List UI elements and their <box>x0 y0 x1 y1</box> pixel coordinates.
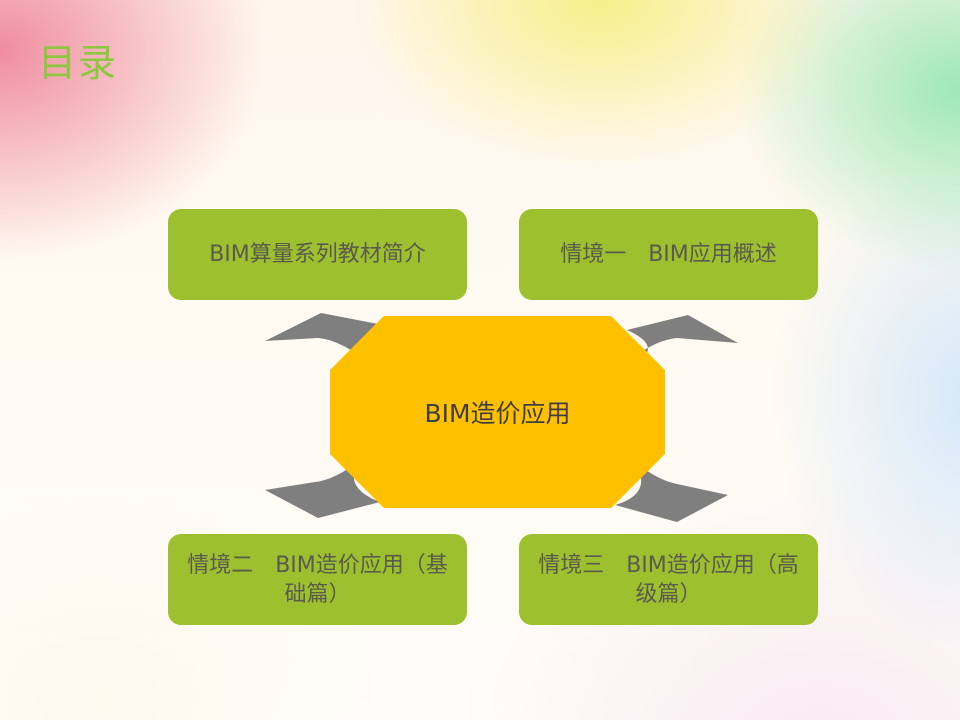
topic-box-scenario-1-label: 情境一 BIM应用概述 <box>560 242 777 267</box>
topic-box-intro-label: BIM算量系列教材简介 <box>209 242 426 267</box>
arrow-to-top-right <box>610 315 738 375</box>
topic-box-scenario-2-label: 情境二 BIM造价应用（基础篇） <box>187 552 448 607</box>
topic-box-scenario-3-label: 情境三 BIM造价应用（高级篇） <box>538 552 799 607</box>
topic-box-intro: BIM算量系列教材简介 <box>168 209 467 300</box>
hub-octagon: BIM造价应用 <box>330 316 665 508</box>
hub-label: BIM造价应用 <box>424 399 571 428</box>
page-title: 目录 <box>38 41 119 85</box>
topic-box-scenario-2: 情境二 BIM造价应用（基础篇） <box>168 534 467 625</box>
arrow-to-top-left <box>265 313 385 375</box>
arrow-to-bottom-right <box>612 445 728 522</box>
topic-box-scenario-3: 情境三 BIM造价应用（高级篇） <box>519 534 818 625</box>
topic-box-scenario-1: 情境一 BIM应用概述 <box>519 209 818 300</box>
arrow-to-bottom-left <box>265 445 380 518</box>
